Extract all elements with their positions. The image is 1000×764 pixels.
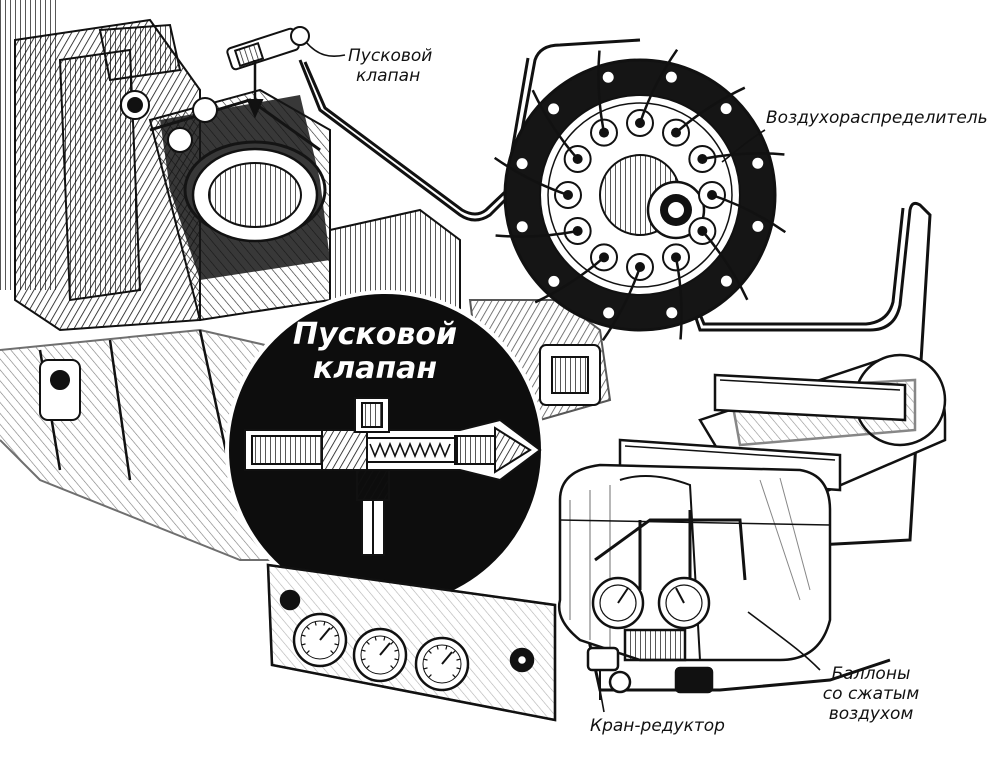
flange-hole bbox=[602, 71, 614, 83]
air-distributor-label: Воздухораспределитель bbox=[766, 108, 988, 128]
reducer-valve-label: Кран-редуктор bbox=[590, 716, 725, 736]
flange-hole bbox=[752, 220, 764, 232]
distributor-pipe bbox=[701, 230, 749, 301]
flange-hole bbox=[666, 307, 678, 319]
flange-hole bbox=[665, 71, 677, 83]
air-distributor-label-text: Воздухораспределитель bbox=[766, 108, 988, 128]
air-cylinders bbox=[557, 353, 947, 662]
start-valve-label-line1: Пусковой bbox=[348, 46, 433, 66]
flange-hole bbox=[720, 103, 732, 115]
distributor-pipe bbox=[702, 152, 785, 161]
air-distributor-leader bbox=[721, 129, 766, 163]
distributor-pipe bbox=[597, 50, 606, 133]
distributor-pipe bbox=[531, 89, 579, 160]
inset-title-line1: Пусковой bbox=[292, 317, 458, 352]
cylinders-leader bbox=[747, 611, 821, 671]
distributor-pipes bbox=[493, 48, 787, 342]
distributor-pipe bbox=[495, 229, 578, 238]
flange-hole bbox=[752, 157, 764, 169]
inset-title-line2: клапан bbox=[312, 351, 438, 386]
cylinders-label-line1: Баллоны bbox=[831, 664, 911, 684]
reducer-valve bbox=[586, 576, 714, 700]
reducer-valve-label-text: Кран-редуктор bbox=[590, 716, 725, 736]
distributor-pipe bbox=[601, 266, 642, 342]
panel-gauge bbox=[414, 636, 470, 692]
distributor-pipe bbox=[711, 193, 787, 234]
air-distributor bbox=[503, 58, 777, 332]
cylinders-label-line2: со сжатым bbox=[822, 684, 920, 704]
flange-hole bbox=[548, 275, 560, 287]
flange-hole bbox=[516, 158, 528, 170]
start-valve-label: Пусковой клапан bbox=[348, 46, 432, 86]
distributor-pipe bbox=[493, 156, 569, 197]
flange-hole bbox=[548, 103, 560, 115]
cylinders-label-line3: воздухом bbox=[828, 704, 914, 724]
distributor-pipe bbox=[675, 86, 746, 134]
flange-hole bbox=[603, 307, 615, 319]
cylinders-label: Баллоны со сжатым воздухом bbox=[806, 664, 936, 724]
flange-hole bbox=[720, 275, 732, 287]
distributor-pipe bbox=[534, 256, 605, 304]
control-panel bbox=[266, 563, 557, 722]
inset-title: Пусковой клапан bbox=[285, 318, 465, 386]
panel-gauge bbox=[292, 612, 348, 668]
start-valve-on-engine bbox=[226, 26, 310, 119]
start-valve-leader bbox=[305, 41, 346, 58]
start-valve-label-line2: клапан bbox=[356, 66, 421, 86]
flange-hole bbox=[516, 221, 528, 233]
panel-gauges bbox=[292, 612, 470, 692]
distributor-pipe bbox=[638, 48, 679, 124]
distributor-pipe bbox=[674, 257, 683, 340]
panel-gauge bbox=[352, 627, 408, 683]
start-valve-inset bbox=[225, 290, 545, 610]
reducer-leader bbox=[599, 689, 605, 713]
